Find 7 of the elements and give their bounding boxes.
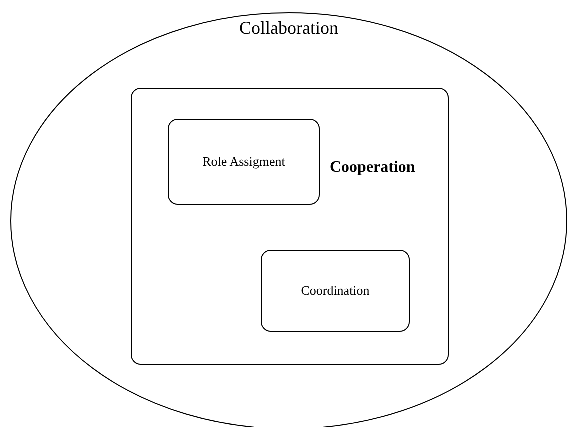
- box-label: Role Assigment: [202, 154, 286, 170]
- group-label: Cooperation: [330, 159, 416, 177]
- box-label: Coordination: [301, 283, 370, 299]
- group-box: [131, 88, 449, 365]
- process-box: [261, 250, 410, 332]
- ellipse-label: Collaboration: [240, 18, 338, 39]
- process-box: [168, 119, 320, 205]
